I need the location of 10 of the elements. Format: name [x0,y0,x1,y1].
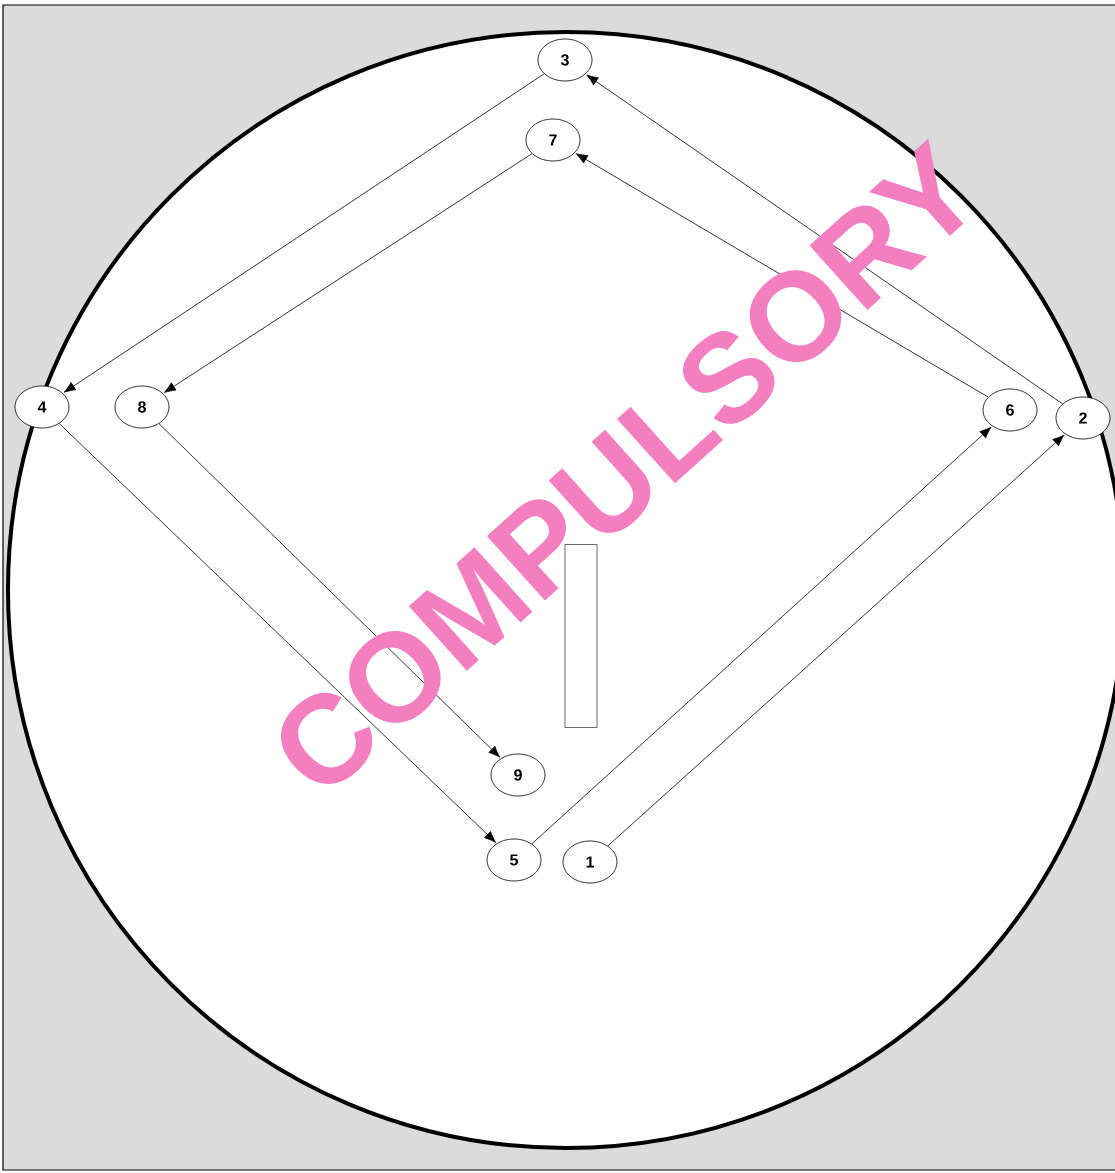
arrow [586,74,1063,405]
arrow [607,434,1065,847]
empty-rectangle [564,544,598,728]
arrow [164,153,533,393]
node-label: 2 [1079,412,1087,424]
arrow [63,73,545,393]
arrow [158,423,501,758]
arrow [575,153,989,398]
arrow [58,423,496,843]
arrow [531,426,992,845]
